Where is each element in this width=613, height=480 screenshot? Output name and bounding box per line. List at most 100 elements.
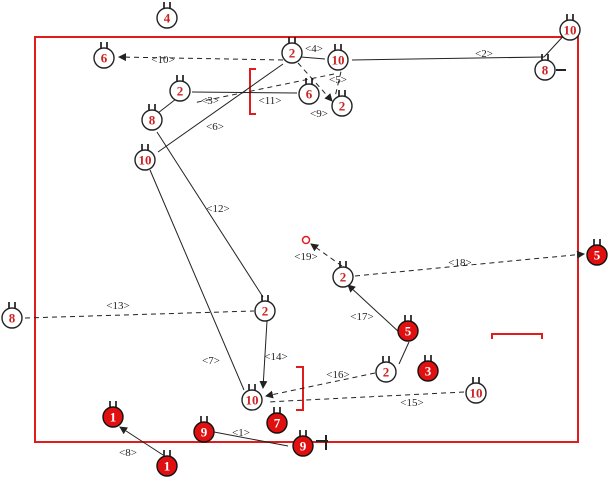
player-ticks <box>200 416 208 422</box>
run-17 <box>347 284 401 334</box>
label-14: <14> <box>264 351 287 363</box>
player-ticks <box>472 377 480 383</box>
player-10c: 10 <box>465 377 487 404</box>
player-tl6: 6 <box>93 42 115 69</box>
player-ticks <box>424 355 432 361</box>
player-ticks <box>163 2 171 8</box>
player-number: 8 <box>9 311 16 326</box>
label-9: <9> <box>310 108 328 120</box>
player-9a: 9 <box>193 416 215 443</box>
player-number: 10 <box>246 393 259 408</box>
label-16: <16> <box>326 369 349 381</box>
player-ticks <box>248 384 256 390</box>
player-ticks <box>109 401 117 407</box>
player-ticks <box>163 450 171 456</box>
player-5r: 5 <box>586 239 608 266</box>
run-5 <box>334 62 344 98</box>
player-circle <box>241 389 263 411</box>
player-ticks <box>299 430 307 436</box>
player-number: 10 <box>470 386 483 401</box>
pass-10-solid <box>118 53 284 62</box>
run-4 <box>300 56 326 60</box>
player-number: 8 <box>542 63 549 78</box>
player-circle <box>559 19 581 41</box>
player-circle <box>298 83 320 105</box>
label-10: <10> <box>151 54 174 66</box>
player-ticks <box>261 295 269 301</box>
player-circle <box>586 244 608 266</box>
player-number: 2 <box>340 270 347 285</box>
ball-marker <box>301 235 311 245</box>
label-11: <11> <box>259 95 282 107</box>
label-12: <12> <box>206 203 229 215</box>
player-top2: 2 <box>281 37 303 64</box>
player-circle <box>375 361 397 383</box>
player-ticks <box>176 75 184 81</box>
player-1b: 1 <box>156 450 178 477</box>
label-4: <4> <box>305 43 323 55</box>
pass-16 <box>265 372 376 399</box>
player-10a: 10 <box>134 144 156 171</box>
player-1a: 1 <box>102 401 124 428</box>
player-number: 1 <box>164 459 171 474</box>
player-number: 1 <box>110 410 117 425</box>
player-circle <box>93 47 115 69</box>
player-circle <box>169 80 191 102</box>
player-ticks <box>100 42 108 48</box>
player-5m: 5 <box>397 315 419 342</box>
label-19: <19> <box>294 251 317 263</box>
player-8a: 8 <box>141 104 163 131</box>
player-circle <box>102 406 124 428</box>
player-circle <box>332 266 354 288</box>
run-6 <box>157 63 284 153</box>
player-number: 2 <box>289 46 296 61</box>
player-ticks <box>305 78 313 84</box>
run-19 <box>310 243 343 267</box>
run-7 <box>149 169 245 391</box>
player-number: 2 <box>383 365 390 380</box>
pass-15 <box>266 391 465 403</box>
player-number: 5 <box>594 248 601 263</box>
player-circle <box>266 412 288 434</box>
label-18: <18> <box>448 257 471 269</box>
pass-18 <box>354 250 585 277</box>
pass-1 <box>213 431 289 447</box>
run-3 <box>192 73 335 104</box>
run-8 <box>119 426 164 456</box>
player-number: 9 <box>201 425 208 440</box>
player-circle <box>193 421 215 443</box>
player-number: 10 <box>139 153 152 168</box>
player-number: 4 <box>164 11 171 26</box>
player-number: 2 <box>262 304 269 319</box>
label-8: <8> <box>119 447 137 459</box>
player-2c: 2 <box>254 295 276 322</box>
player-2a: 2 <box>169 75 191 102</box>
player-ticks <box>593 239 601 245</box>
player-number: 9 <box>300 439 307 454</box>
player-circle <box>281 42 303 64</box>
player-circle <box>1 307 23 329</box>
player-number: 2 <box>339 99 346 114</box>
player-ticks <box>141 144 149 150</box>
player-ticks <box>273 407 281 413</box>
label-7: <7> <box>202 355 220 367</box>
player-r10: 10 <box>559 14 581 41</box>
player-circle <box>465 382 487 404</box>
player-ticks <box>382 356 390 362</box>
player-ticks <box>8 302 16 308</box>
player-8left: 8 <box>1 302 23 329</box>
player-circle <box>134 149 156 171</box>
label-3: <3> <box>201 95 219 107</box>
player-ticks <box>541 54 549 60</box>
run-2 <box>351 56 545 61</box>
label-15: <15> <box>400 397 423 409</box>
player-number: 6 <box>101 51 108 66</box>
player-circle <box>327 49 349 71</box>
run-14 <box>259 320 268 389</box>
player-ticks <box>334 44 342 50</box>
player-number: 10 <box>332 53 345 68</box>
player-number: 8 <box>149 113 156 128</box>
player-circle <box>534 59 556 81</box>
player-number: 3 <box>425 364 432 379</box>
player-top4: 4 <box>156 2 178 29</box>
